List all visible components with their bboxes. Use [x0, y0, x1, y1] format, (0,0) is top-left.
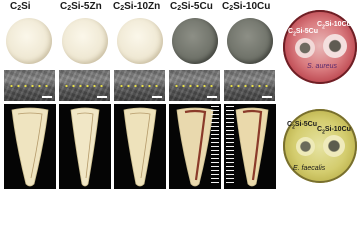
sem-image-c2si: [4, 70, 55, 101]
dish-label-10cu: C2Si-10Cu: [317, 126, 351, 136]
sem-image-c2si-5cu: [169, 70, 220, 101]
petri-dish-e-faecalis: C2Si-5Cu C2Si-10Cu E. faecalis: [283, 109, 357, 183]
sem-image-c2si-5zn: [59, 70, 110, 101]
ruler: [226, 106, 234, 186]
tooth-photo-c2si: [4, 104, 56, 189]
scale-bar: [262, 96, 272, 98]
dish-label-5cu: C2Si-5Cu: [288, 28, 319, 38]
column-label-c2si: C2Si: [10, 1, 31, 12]
petri-dish-s-aureus: C2Si-5Cu C2Si-10Cu S. aureus: [283, 10, 357, 84]
organism-label: E. faecalis: [293, 165, 326, 172]
column-label-c2si-5cu: C2Si-5Cu: [170, 1, 213, 12]
tooth-photo-c2si-5cu: [169, 104, 221, 189]
interface-markers: [8, 84, 52, 88]
dish-label-10cu: C2Si-10Cu: [317, 21, 351, 31]
interface-markers: [228, 84, 272, 88]
disc-photo-c2si-5zn: [62, 18, 108, 64]
scale-bar: [42, 96, 52, 98]
sem-image-c2si-10zn: [114, 70, 165, 101]
ruler: [211, 106, 219, 186]
dish-label-5cu: C2Si-5Cu: [287, 121, 318, 131]
tooth-photo-c2si-10zn: [114, 104, 166, 189]
tooth-photo-c2si-10cu: [224, 104, 276, 189]
inhibition-zone-10cu: [323, 34, 347, 58]
scale-bar: [207, 96, 217, 98]
sem-image-c2si-10cu: [224, 70, 275, 101]
disc-photo-c2si-5cu: [172, 18, 218, 64]
disc-photo-c2si-10cu: [227, 18, 273, 64]
tooth-photo-c2si-5zn: [59, 104, 111, 189]
column-label-c2si-5zn: C2Si-5Zn: [60, 1, 102, 12]
column-label-c2si-10cu: C2Si-10Cu: [222, 1, 271, 12]
disc-photo-c2si: [6, 18, 52, 64]
interface-markers: [63, 84, 107, 88]
inhibition-zone-10cu: [323, 135, 345, 157]
column-label-c2si-10zn: C2Si-10Zn: [113, 1, 161, 12]
interface-markers: [118, 84, 162, 88]
scale-bar: [152, 96, 162, 98]
interface-markers: [173, 84, 217, 88]
disc-photo-c2si-10zn: [117, 18, 163, 64]
inhibition-zone-5cu: [295, 38, 315, 58]
inhibition-zone-5cu: [296, 137, 315, 156]
organism-label: S. aureus: [307, 63, 337, 70]
scale-bar: [97, 96, 107, 98]
